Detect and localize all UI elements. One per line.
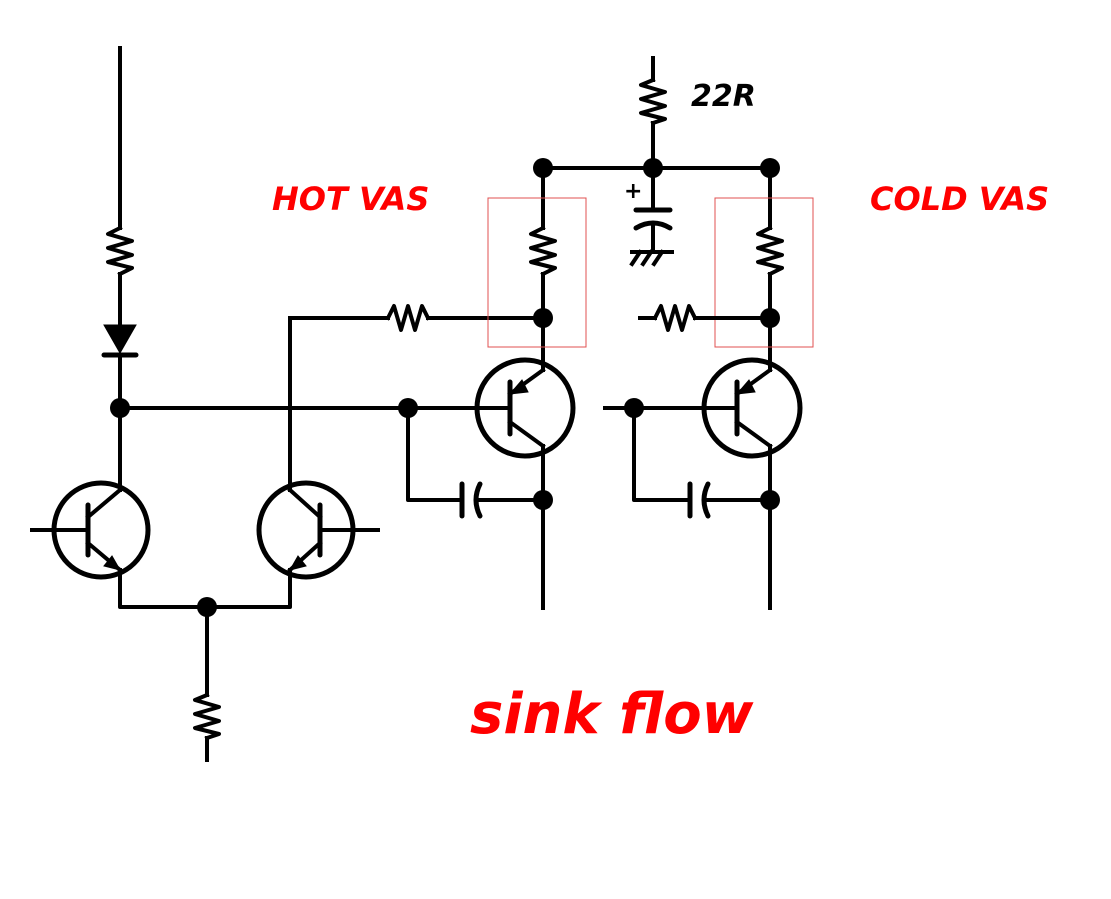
input-branch <box>101 46 139 492</box>
hot-emitter-arrow <box>508 379 529 395</box>
diode-triangle <box>103 324 137 355</box>
cold-highlight-box <box>714 197 814 348</box>
hot-collector-lead <box>507 419 546 449</box>
emitter-arrow <box>288 555 307 571</box>
diff-pair-right-transistor <box>256 480 380 580</box>
emitter-arrow <box>103 555 122 571</box>
collector-lead <box>287 487 323 520</box>
diff-pair-left-transistor <box>30 480 151 580</box>
caption-label: sink flow <box>470 682 754 747</box>
cold-collector-lead <box>734 419 773 449</box>
supply-resistor-22R <box>639 77 667 126</box>
hot-vas: HOT VAS <box>272 166 587 610</box>
collector-lead <box>85 487 123 520</box>
hot-vas-feed-resistor <box>385 304 431 332</box>
tail-resistor <box>193 692 221 741</box>
hot-collector-node <box>533 490 553 510</box>
hot-vas-label: HOT VAS <box>272 180 429 218</box>
input-top-resistor <box>106 225 134 277</box>
input-diode <box>101 324 139 358</box>
hot-highlight-box <box>487 197 587 348</box>
cold-collector-node <box>760 490 780 510</box>
cold-vas-label: COLD VAS <box>870 180 1049 218</box>
cold-vas-emitter-resistor <box>756 225 784 277</box>
cold-vas-feed-resistor <box>652 304 698 332</box>
hot-vas-emitter-resistor <box>529 225 557 277</box>
cap-polarity-plus-icon: + <box>624 179 642 204</box>
cold-vas: COLD VAS <box>603 166 1049 610</box>
decoupling-capacitor: + <box>624 166 674 267</box>
supply-22r: 22R <box>639 56 756 170</box>
resistor-value-label: 22R <box>691 79 756 114</box>
hot-miller-left-wire <box>406 406 462 502</box>
ground-icon <box>629 249 674 267</box>
cold-emitter-arrow <box>735 379 756 395</box>
cold-miller-left-wire <box>632 406 690 502</box>
